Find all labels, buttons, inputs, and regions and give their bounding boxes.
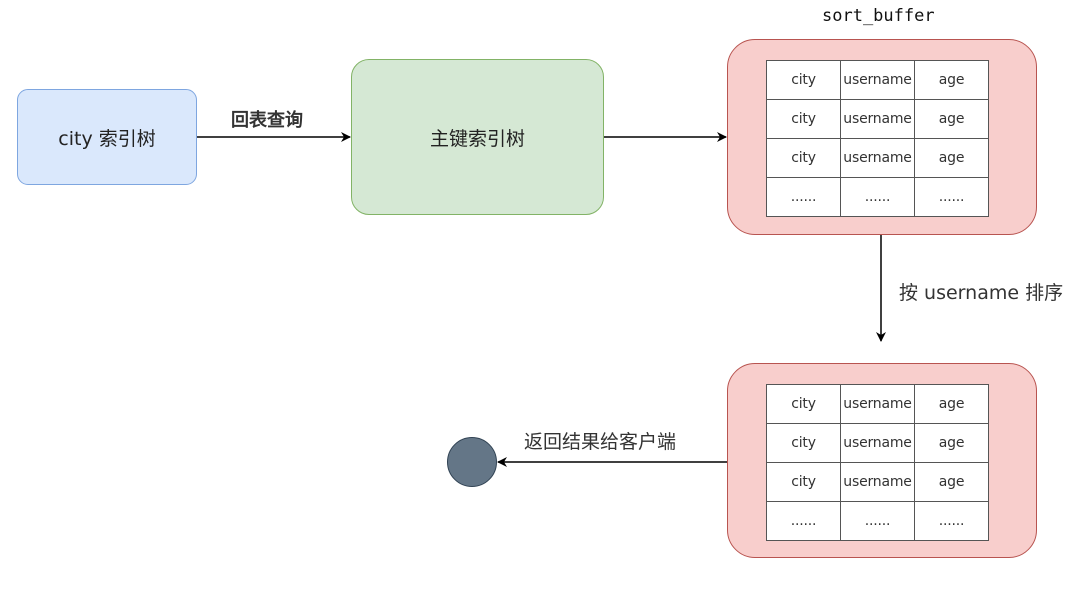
- table-cell: ......: [766, 177, 841, 217]
- table-row: ..................: [766, 177, 989, 217]
- table-cell: city: [766, 462, 841, 502]
- city-index-label: city 索引树: [58, 127, 156, 150]
- table-cell: ......: [914, 501, 989, 541]
- client-endpoint: [447, 437, 497, 487]
- table-cell: ......: [766, 501, 841, 541]
- table-cell: ......: [914, 177, 989, 217]
- table-cell: username: [840, 138, 915, 178]
- table-cell: age: [914, 384, 989, 424]
- lookup-back-label: 回表查询: [231, 110, 303, 131]
- table-cell: city: [766, 138, 841, 178]
- table-cell: city: [766, 99, 841, 139]
- return-to-client-label: 返回结果给客户端: [524, 431, 677, 453]
- table-cell: age: [914, 462, 989, 502]
- table-cell: age: [914, 138, 989, 178]
- table-row: ..................: [766, 501, 989, 541]
- table-cell: city: [766, 60, 841, 100]
- primary-index-label: 主键索引树: [429, 127, 525, 150]
- table-cell: username: [840, 384, 915, 424]
- sort-buffer-title: sort_buffer: [822, 6, 935, 26]
- table-cell: username: [840, 462, 915, 502]
- table-cell: username: [840, 99, 915, 139]
- city-index-node: city 索引树: [17, 89, 197, 185]
- table-cell: age: [914, 99, 989, 139]
- table-cell: username: [840, 423, 915, 463]
- table-cell: age: [914, 60, 989, 100]
- table-cell: city: [766, 423, 841, 463]
- table-cell: age: [914, 423, 989, 463]
- table-cell: city: [766, 384, 841, 424]
- primary-index-node: 主键索引树: [351, 59, 604, 215]
- sort-by-username-label: 按 username 排序: [899, 282, 1064, 304]
- table-cell: username: [840, 60, 915, 100]
- table-cell: ......: [840, 177, 915, 217]
- table-cell: ......: [840, 501, 915, 541]
